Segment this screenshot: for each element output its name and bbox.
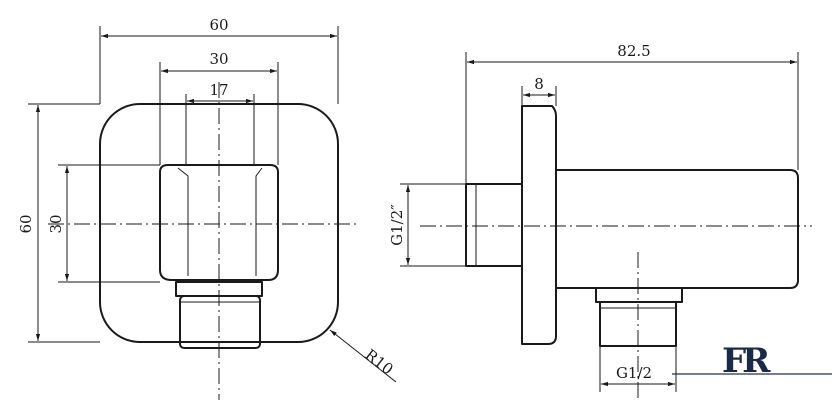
- side-inlet-stub: [465, 183, 523, 267]
- side-flange: [521, 105, 557, 345]
- side-body: [556, 169, 799, 289]
- dim-label-height-60: 60: [17, 214, 35, 233]
- dim-label-width-60: 60: [209, 16, 228, 34]
- front-housing-outline: [159, 164, 279, 281]
- side-outlet-collar: [595, 287, 683, 303]
- brand-logo: FR: [672, 341, 832, 381]
- dim-label-height-30: 30: [47, 214, 65, 233]
- radius-leader: [329, 329, 397, 383]
- dim-label-width-17: 17: [209, 81, 228, 99]
- dim-label-length-82-5: 82.5: [617, 42, 650, 60]
- dim-label-inlet-thread: G1/2″: [388, 204, 406, 246]
- dim-label-width-30: 30: [209, 50, 228, 68]
- front-housing-inner: [177, 167, 263, 276]
- front-view: 60 30 17 60 30 R10: [17, 16, 397, 400]
- dim-label-radius: R10: [362, 346, 397, 379]
- dim-label-outlet-thread: G1/2: [616, 364, 652, 382]
- front-outlet-body: [179, 295, 261, 349]
- dim-label-flange-8: 8: [534, 75, 544, 93]
- side-view: 82.5 8 G1/2″ G1/2: [388, 42, 812, 400]
